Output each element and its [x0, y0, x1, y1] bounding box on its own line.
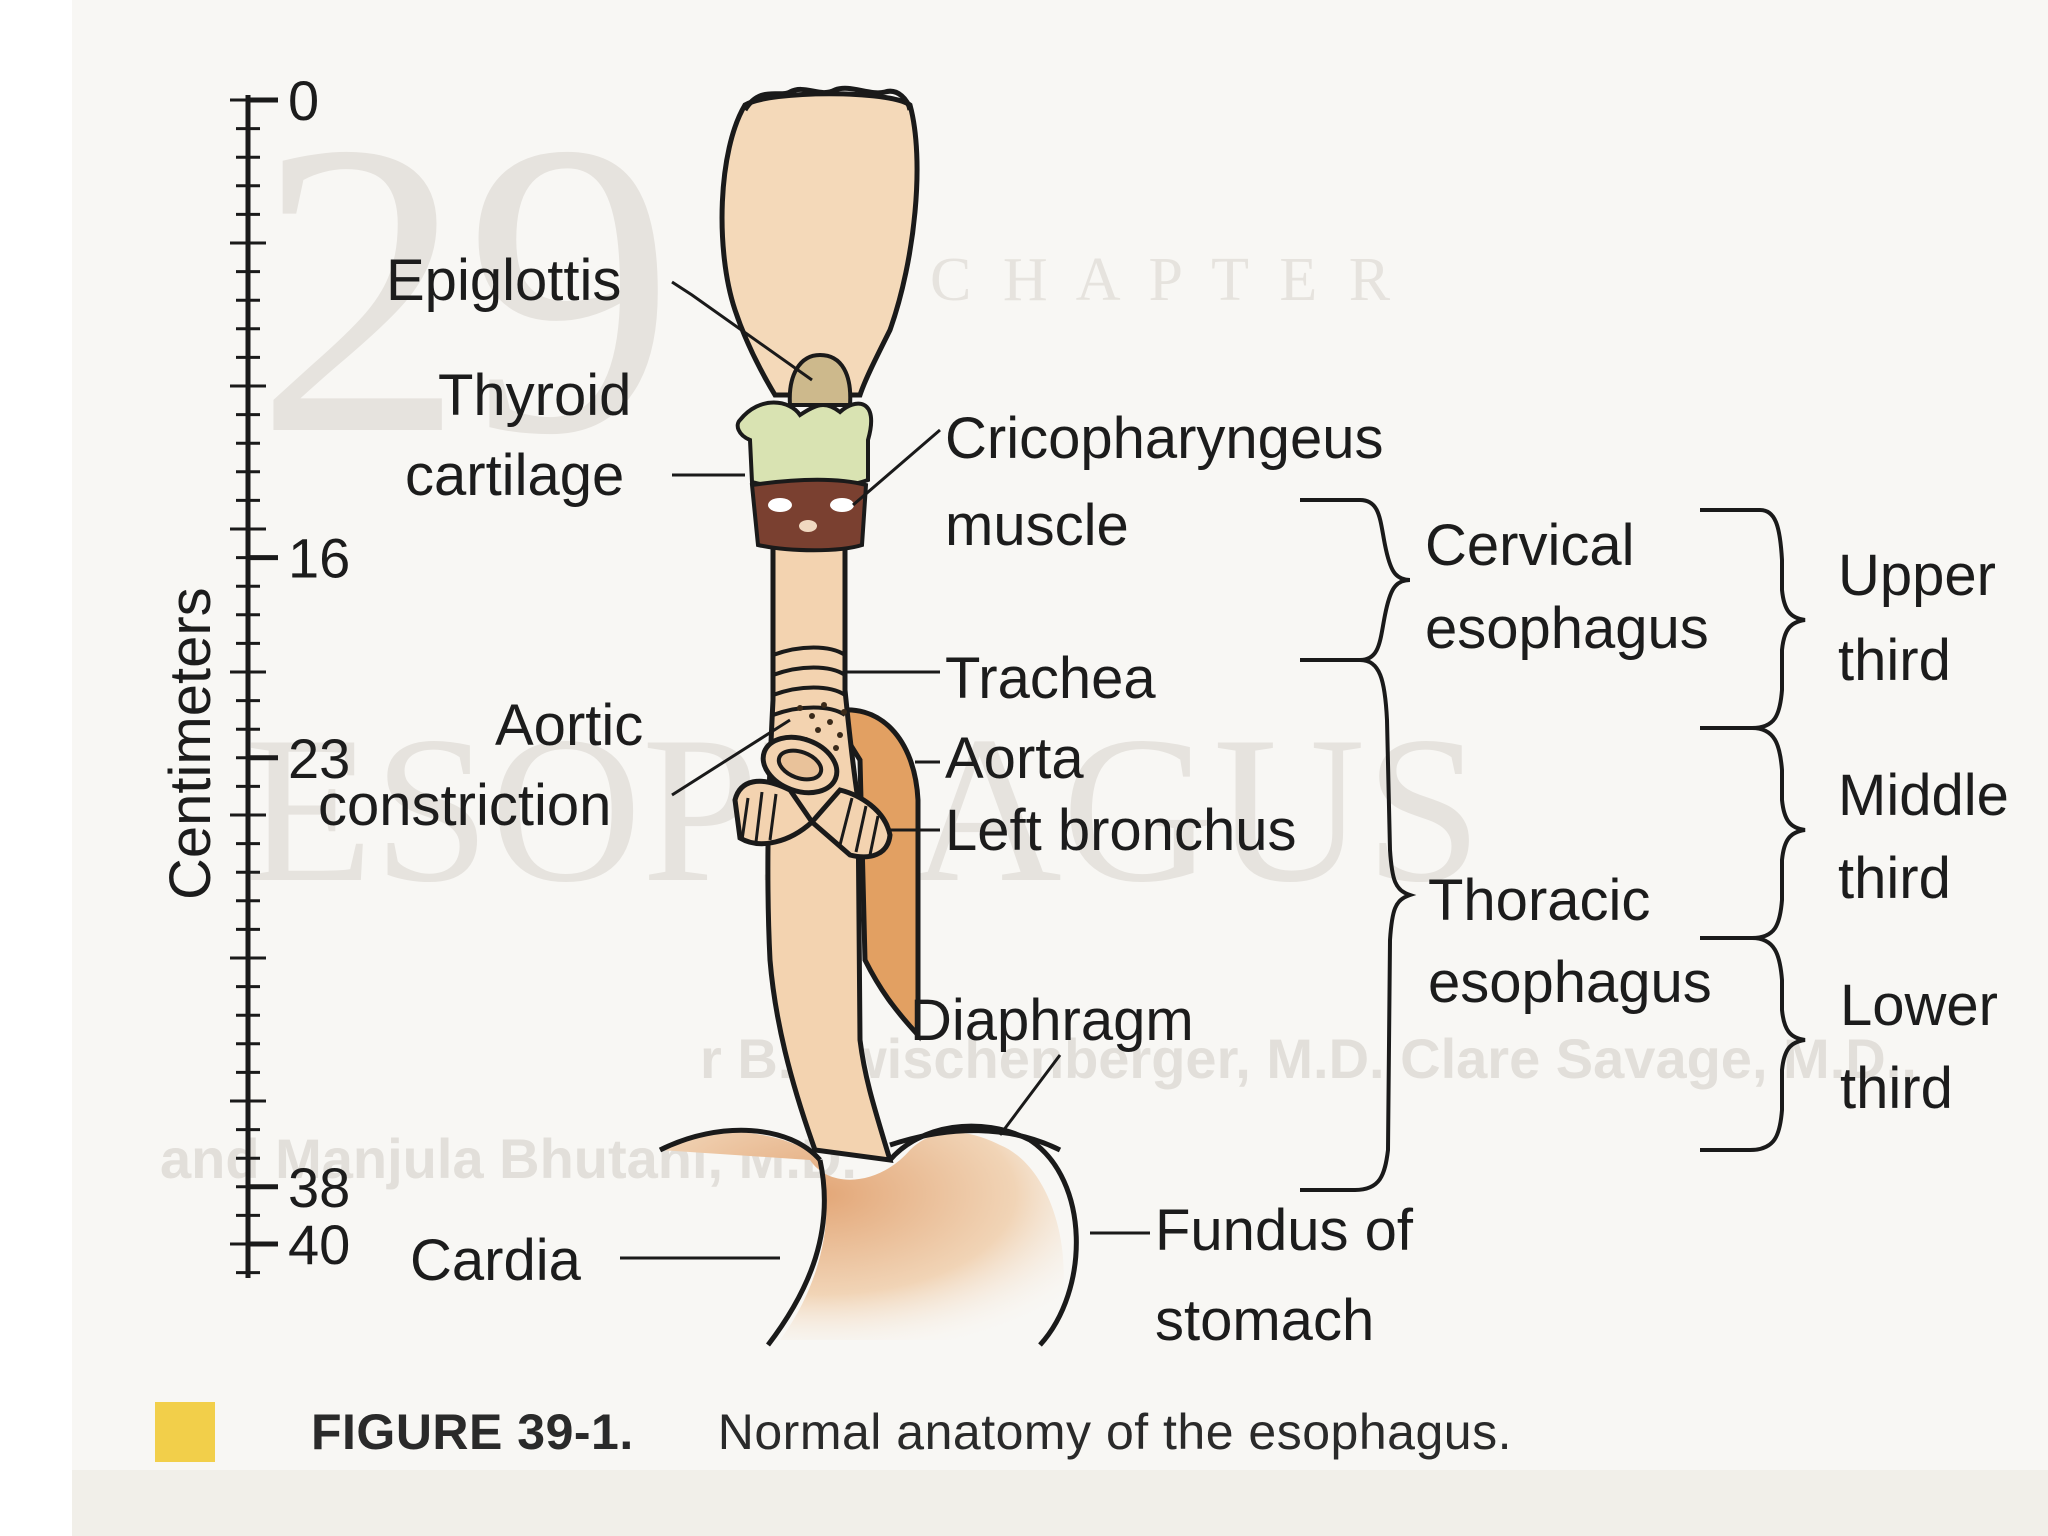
label-epiglottis: Epiglottis — [386, 248, 621, 313]
label-thyroid-1: Thyroid — [438, 363, 631, 428]
caption-marker — [155, 1402, 215, 1462]
cricoid-highlight-center — [799, 520, 817, 532]
caption-text: Normal anatomy of the esophagus. — [718, 1403, 1512, 1461]
middle-third-brace — [1700, 728, 1805, 938]
thyroid-cartilage — [738, 403, 871, 489]
scale-tick-label: 40 — [288, 1213, 350, 1276]
epiglottis-shape — [790, 355, 850, 405]
label-cervical-2: esophagus — [1425, 596, 1709, 661]
upper-third-brace — [1700, 510, 1805, 728]
label-aortic-constriction-2: constriction — [318, 773, 611, 838]
label-trachea: Trachea — [945, 646, 1156, 711]
label-lower-2: third — [1840, 1056, 1953, 1121]
label-thyroid-2: cartilage — [405, 443, 624, 508]
label-aorta: Aorta — [945, 726, 1084, 791]
label-cardia: Cardia — [410, 1228, 582, 1293]
cricopharyngeus-shape — [752, 480, 866, 551]
label-cricopharyngeus-2: muscle — [945, 493, 1129, 558]
label-cricopharyngeus-1: Cricopharyngeus — [945, 406, 1383, 471]
label-diaphragm: Diaphragm — [910, 988, 1194, 1053]
label-aortic-constriction-1: Aortic — [495, 693, 643, 758]
scale-axis-label: Centimeters — [158, 587, 223, 900]
ghost-authors-1: r B. Zwischenberger, M.D. Clare Savage, … — [700, 1027, 1917, 1090]
scale-tick-label: 0 — [288, 69, 319, 132]
pharynx — [722, 94, 917, 395]
cricoid-highlight-left — [768, 498, 792, 512]
scale-tick-label: 38 — [288, 1156, 350, 1219]
label-left-bronchus: Left bronchus — [945, 798, 1296, 863]
label-middle-1: Middle — [1838, 763, 2009, 828]
label-fundus-1: Fundus of — [1155, 1198, 1414, 1263]
label-middle-2: third — [1838, 846, 1951, 911]
label-thoracic-2: esophagus — [1428, 950, 1712, 1015]
cervical-brace — [1300, 500, 1410, 660]
label-lower-1: Lower — [1840, 973, 1998, 1038]
label-thoracic-1: Thoracic — [1428, 868, 1650, 933]
cricoid-highlight-right — [830, 498, 854, 512]
label-cervical-1: Cervical — [1425, 513, 1635, 578]
label-upper-2: third — [1838, 628, 1951, 693]
caption-figure-id: FIGURE 39-1. — [311, 1403, 634, 1461]
figure-caption: FIGURE 39-1. Normal anatomy of the esoph… — [155, 1392, 1655, 1472]
ghost-chapter-word: C H A P T E R — [930, 246, 1398, 314]
scale-tick-label: 16 — [288, 527, 350, 590]
label-upper-1: Upper — [1838, 543, 1996, 608]
label-fundus-2: stomach — [1155, 1288, 1374, 1353]
